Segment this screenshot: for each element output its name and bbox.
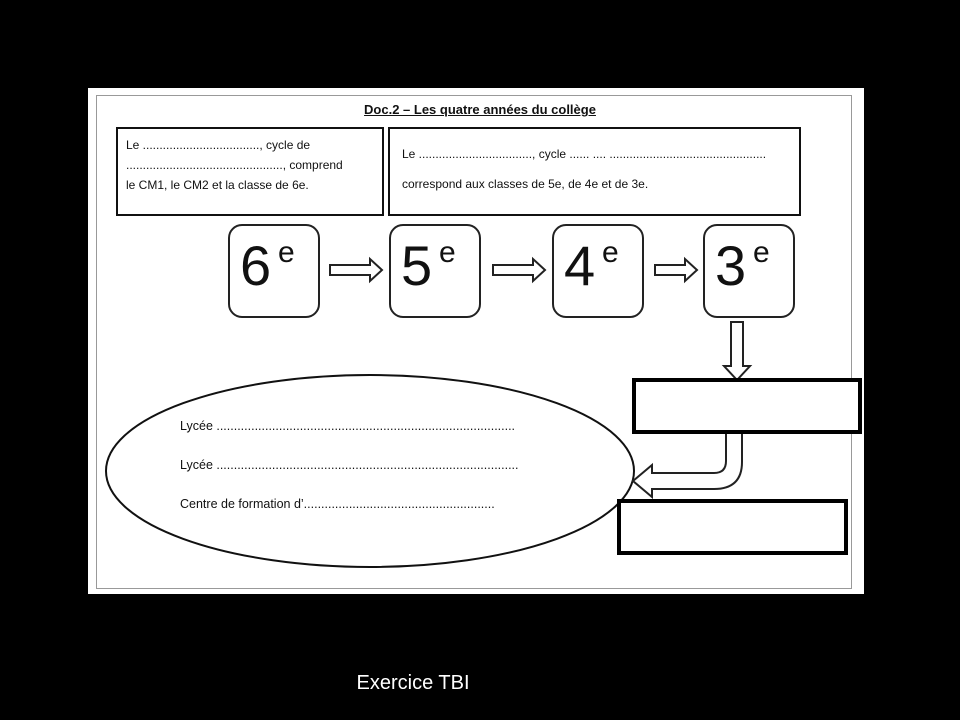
arrow-to-oval bbox=[631, 432, 743, 500]
orientation-oval bbox=[105, 374, 635, 568]
grade-suffix: e bbox=[439, 236, 456, 269]
arrow-6e-to-5e bbox=[329, 256, 384, 284]
worksheet-frame bbox=[96, 95, 852, 589]
arrow-5e-to-4e bbox=[492, 256, 547, 284]
cycle-left-box: Le ..................................., … bbox=[116, 127, 384, 216]
grade-number: 5 bbox=[401, 234, 433, 297]
cycle-right-line-2: correspond aux classes de 5e, de 4e et d… bbox=[402, 177, 649, 191]
arrow-3e-down bbox=[721, 321, 753, 382]
arrow-4e-to-3e bbox=[654, 256, 699, 284]
grade-suffix: e bbox=[278, 236, 295, 269]
slide-caption: Exercice TBI bbox=[356, 672, 470, 694]
oval-line-lycee-1: Lycée ..................................… bbox=[180, 419, 516, 433]
grade-suffix: e bbox=[753, 236, 770, 269]
cycle-right-line-1: Le .................................., c… bbox=[402, 147, 767, 161]
cycle-left-line-1: Le ..................................., … bbox=[126, 138, 311, 152]
oval-line-lycee-2: Lycée ..................................… bbox=[180, 458, 519, 472]
grade-5e: 5 e bbox=[389, 224, 481, 318]
cycle-right-box: Le .................................., c… bbox=[388, 127, 801, 216]
grade-number: 4 bbox=[564, 234, 596, 297]
grade-6e: 6 e bbox=[228, 224, 320, 318]
document-title: Doc.2 – Les quatre années du collège bbox=[364, 102, 596, 117]
grade-suffix: e bbox=[602, 236, 619, 269]
oval-line-centre-formation: Centre de formation d’..................… bbox=[180, 497, 495, 511]
answer-box-bottom[interactable] bbox=[617, 499, 848, 555]
grade-number: 3 bbox=[715, 234, 747, 297]
grade-number: 6 bbox=[240, 234, 272, 297]
grade-4e: 4 e bbox=[552, 224, 644, 318]
cycle-left-line-3: le CM1, le CM2 et la classe de 6e. bbox=[126, 178, 309, 192]
answer-box-top[interactable] bbox=[632, 378, 862, 434]
grade-3e: 3 e bbox=[703, 224, 795, 318]
cycle-left-line-2: ........................................… bbox=[126, 158, 343, 172]
